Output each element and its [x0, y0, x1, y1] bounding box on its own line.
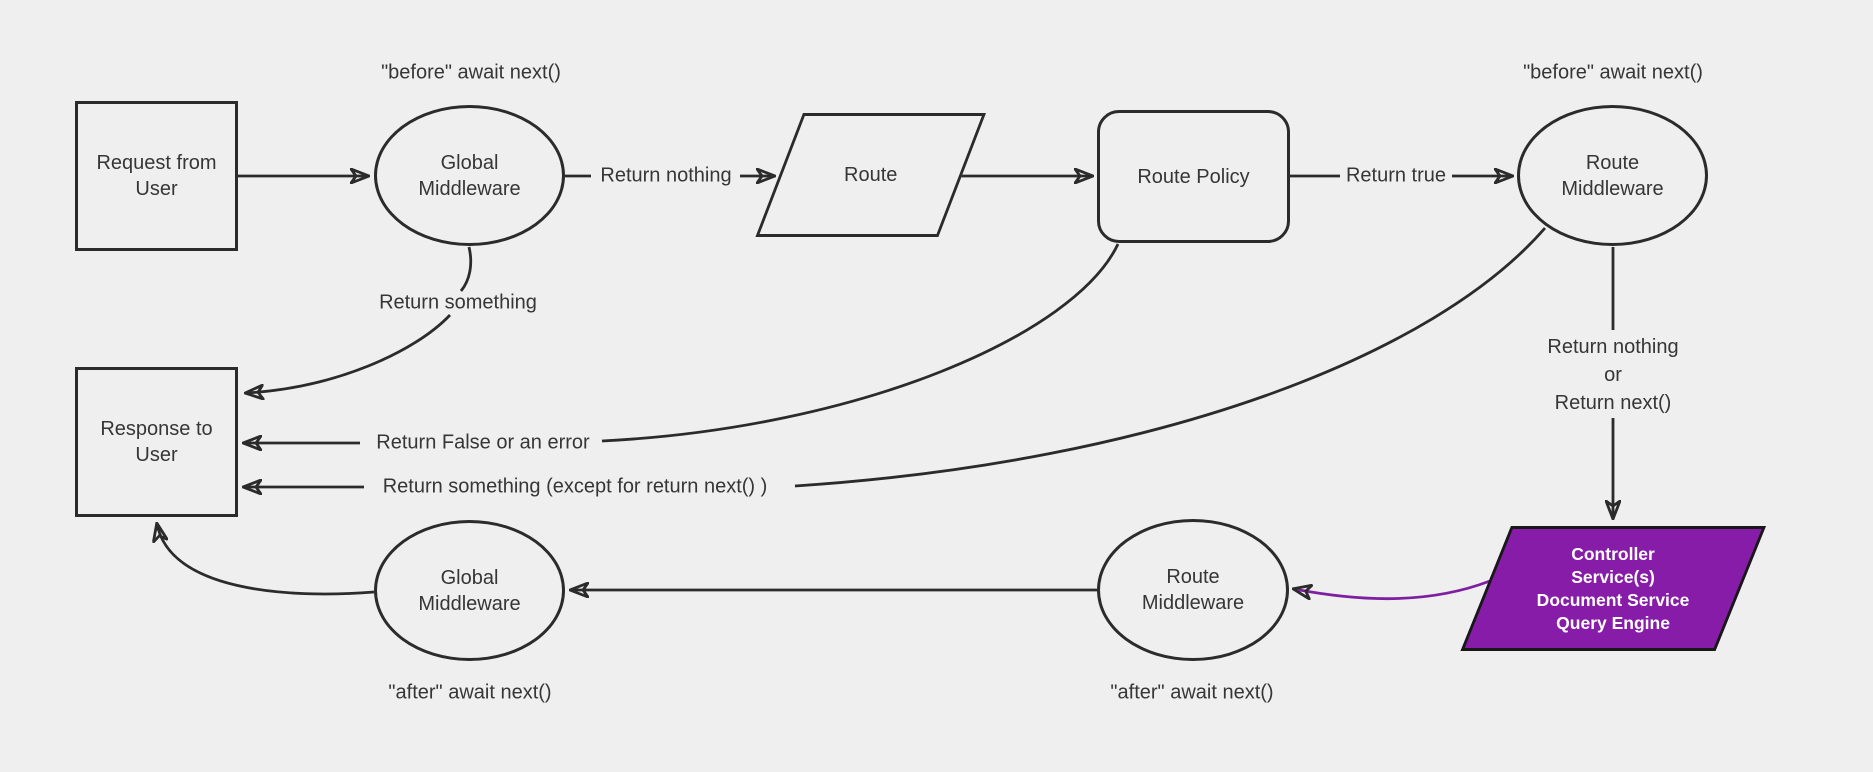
node-global-middleware-bottom-label: Global Middleware [418, 566, 521, 615]
edge-label-return-something-except: Return something (except for return next… [382, 475, 768, 498]
edge-route-middleware-return-something-except-curve [794, 227, 1547, 488]
edge-label-return-nothing-or-next-line-1: Return nothing [1547, 336, 1679, 358]
edge-label-return-something: Return something [379, 291, 537, 314]
controller-line-2: Service(s) [1571, 566, 1656, 587]
node-request-from-user: Request from User [75, 101, 238, 251]
controller-line-1: Controller [1571, 543, 1656, 564]
node-route-middleware-top: Route Middleware [1517, 105, 1708, 246]
node-global-middleware-top-label: Global Middleware [418, 151, 521, 200]
edge-global-middleware-return-something-upper [459, 246, 473, 292]
annotation-before-await-next-right: "before" await next() [1523, 61, 1703, 84]
node-route-label: Route [844, 164, 898, 186]
node-request-from-user-label: Request from User [96, 152, 217, 200]
node-global-middleware-top: Global Middleware [374, 105, 565, 246]
node-route-middleware-bottom-label: Route Middleware [1141, 566, 1245, 614]
edge-label-return-nothing-or-next-line-2: or [1604, 364, 1622, 386]
edge-route-policy-return-false-curve [601, 243, 1120, 443]
edge-label-return-nothing: Return nothing [600, 164, 732, 187]
edge-label-return-true: Return true [1345, 164, 1447, 187]
edge-label-return-nothing-or-next-line-3: Return next() [1554, 392, 1672, 414]
node-route-middleware-bottom: Route Middleware [1097, 519, 1289, 661]
annotation-after-await-next-left: "after" await next() [388, 681, 552, 704]
annotation-after-await-next-right: "after" await next() [1110, 681, 1274, 704]
node-controller-services: Controller Service(s) Document Service Q… [1460, 526, 1766, 651]
node-route-policy-label: Route Policy [1137, 165, 1250, 188]
node-global-middleware-bottom: Global Middleware [374, 520, 565, 661]
annotation-before-await-next-left: "before" await next() [381, 61, 561, 84]
node-route-policy: Route Policy [1097, 110, 1290, 243]
controller-line-4: Query Engine [1556, 612, 1671, 633]
controller-line-3: Document Service [1536, 589, 1690, 610]
edge-label-return-nothing-or-next: Return nothing or Return next() [1547, 333, 1678, 417]
edge-global-middleware-bottom-to-response [157, 524, 375, 596]
node-route-middleware-top-label: Route Middleware [1561, 151, 1664, 200]
node-response-to-user: Response to User [75, 367, 238, 517]
edge-label-return-false-or-error: Return False or an error [376, 431, 590, 454]
edge-return-something-to-response [246, 314, 452, 393]
node-response-to-user-label: Response to User [100, 418, 213, 466]
edge-controller-to-route-middleware-bottom [1294, 579, 1491, 599]
node-controller-services-label: Controller Service(s) Document Service Q… [1489, 543, 1738, 635]
